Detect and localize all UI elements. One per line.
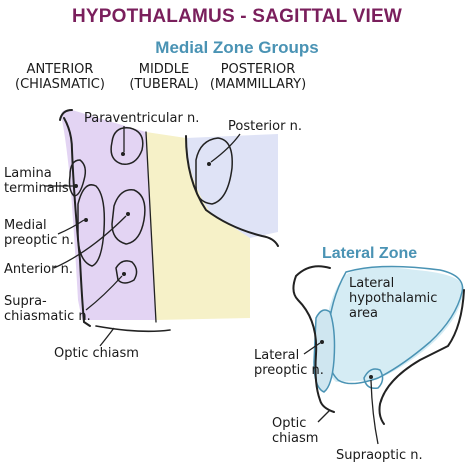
medial-preoptic-line2: preoptic n. [4, 233, 74, 248]
posterior-leader [210, 133, 241, 163]
lateral-optic-chiasm-leader [317, 409, 331, 423]
posterior-header-line2: (MAMMILLARY) [209, 77, 307, 92]
middle-header-line1: MIDDLE [138, 62, 190, 77]
supraoptic-nucleus [363, 368, 384, 390]
middle-boundary [145, 131, 157, 323]
lateral-optic-chiasm-line2: chiasm [272, 431, 319, 446]
lamina-terminalis-dot [74, 184, 78, 188]
lateral-preoptic-leader [303, 342, 321, 355]
supraoptic-label: Supraoptic n. [336, 448, 423, 463]
medial-outline-left [63, 117, 91, 327]
suprachiasmatic-nucleus [115, 260, 138, 284]
medial-preoptic-dot [84, 218, 88, 222]
lateral-preoptic-label: Lateral preoptic n. [254, 348, 324, 378]
medial-preoptic-label: Medial preoptic n. [4, 218, 74, 248]
lateral-preoptic-line2: preoptic n. [254, 363, 324, 378]
anterior-dot [126, 212, 130, 216]
medial-outline-top [59, 109, 73, 121]
suprachiasmatic-line2: chiasmatic n. [4, 309, 91, 324]
posterior-nucleus-label: Posterior n. [228, 119, 302, 134]
lamina-terminalis-nucleus [68, 159, 87, 197]
paraventricular-label: Paraventricular n. [84, 111, 200, 126]
lamina-line1: Lamina [4, 166, 52, 181]
lateral-preoptic-nucleus [313, 309, 336, 393]
supraoptic-leader [370, 379, 379, 445]
anterior-nucleus [111, 189, 146, 245]
medial-preoptic-line1: Medial [4, 218, 47, 233]
medial-outline-bottom [95, 325, 171, 333]
posterior-header-line1: POSTERIOR [220, 62, 296, 77]
lateral-hypothalamic-region [324, 267, 464, 382]
posterior-column-header: POSTERIOR (MAMMILLARY) [204, 62, 312, 92]
paraventricular-nucleus [110, 127, 144, 165]
anterior-leader [53, 215, 127, 269]
posterior-dot [207, 162, 211, 166]
medial-zone-heading: Medial Zone Groups [155, 38, 319, 57]
lateral-hypothalamic-line2: hypothalamic [349, 291, 438, 306]
medial-preoptic-nucleus [77, 184, 106, 267]
supraoptic-dot [369, 375, 373, 379]
middle-column-header: MIDDLE (TUBERAL) [118, 62, 210, 92]
suprachiasmatic-line1: Supra- [4, 294, 47, 309]
lateral-optic-chiasm-label: Optic chiasm [272, 416, 318, 446]
lateral-zone-heading: Lateral Zone [322, 245, 418, 262]
optic-chiasm-leader [99, 327, 115, 347]
medial-outline-right [185, 135, 279, 247]
suprachiasmatic-label: Supra- chiasmatic n. [4, 294, 91, 324]
middle-header-line2: (TUBERAL) [129, 77, 199, 92]
posterior-nucleus [195, 137, 233, 205]
suprachiasmatic-leader [85, 275, 123, 311]
lateral-optic-chiasm-line1: Optic [272, 416, 307, 431]
paraventricular-dot [121, 152, 125, 156]
lateral-hypothalamic-line1: Lateral [349, 276, 395, 291]
posterior-zone-region [186, 134, 278, 238]
lateral-hypothalamic-label: Lateral hypothalamic area [349, 276, 437, 321]
lateral-outline-right [378, 289, 465, 425]
anterior-header-line1: ANTERIOR [26, 62, 94, 77]
middle-zone-region [146, 132, 250, 320]
lateral-preoptic-line1: Lateral [254, 348, 300, 363]
anterior-column-header: ANTERIOR (CHIASMATIC) [10, 62, 110, 92]
lamina-line2: terminalis [4, 181, 69, 196]
anterior-header-line2: (CHIASMATIC) [15, 77, 105, 92]
medial-preoptic-leader [57, 219, 85, 235]
suprachiasmatic-dot [122, 272, 126, 276]
optic-chiasm-label: Optic chiasm [54, 346, 139, 361]
lateral-preoptic-dot [320, 340, 324, 344]
anterior-nucleus-label: Anterior n. [4, 262, 73, 277]
lateral-outline-left [292, 265, 335, 413]
lateral-hypothalamic-line3: area [349, 306, 378, 321]
lamina-terminalis-label: Lamina terminalis [4, 166, 69, 196]
diagram-title: HYPOTHALAMUS - SAGITTAL VIEW [71, 6, 402, 27]
